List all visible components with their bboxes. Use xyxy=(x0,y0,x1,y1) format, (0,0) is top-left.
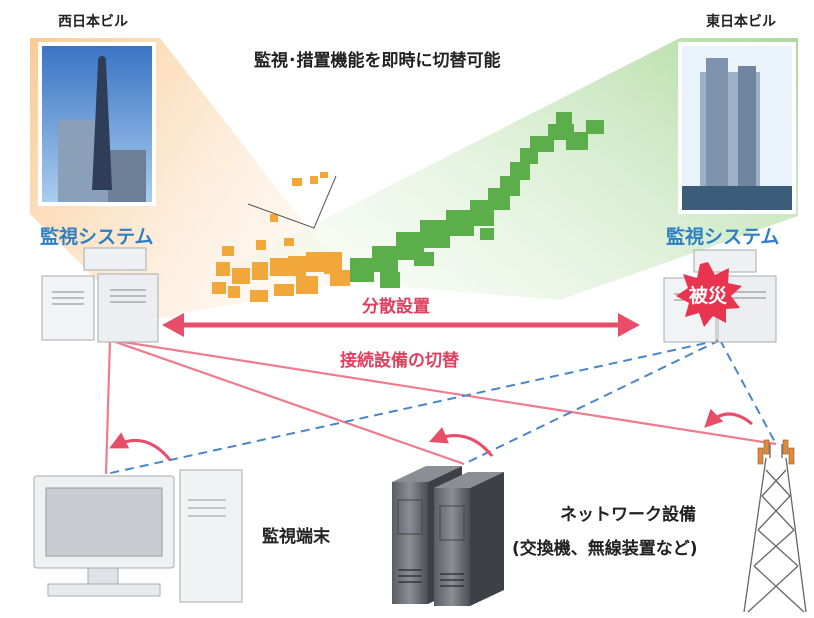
network-equipment-icon xyxy=(392,466,504,606)
radio-tower-icon xyxy=(743,444,807,613)
west-system-label: 監視システム xyxy=(40,226,154,248)
japan-map-east xyxy=(350,112,604,288)
distributed-double-arrow xyxy=(162,313,640,337)
monitoring-terminal-icon xyxy=(33,469,243,603)
east-system-label: 監視システム xyxy=(666,226,780,248)
west-server-icon xyxy=(41,247,159,343)
disaster-badge: 被災 xyxy=(688,284,727,307)
east-building-label: 東日本ビル xyxy=(706,14,776,30)
disaster-burst xyxy=(676,262,742,327)
headline: 監視･措置機能を即時に切替可能 xyxy=(254,51,501,71)
terminal-label: 監視端末 xyxy=(262,527,330,547)
switch-arrow-terminal xyxy=(109,432,172,461)
east-building-photo xyxy=(678,42,796,214)
zoom-wedge xyxy=(247,175,337,229)
standby-links xyxy=(105,339,777,475)
distributed-label: 分散設置 xyxy=(362,297,430,317)
network-label-line1: ネットワーク設備 xyxy=(560,505,696,525)
switch-arrow-network xyxy=(429,426,494,457)
switch-arrow-tower xyxy=(704,408,753,428)
switching-label: 接続設備の切替 xyxy=(340,351,459,371)
tower-antennas xyxy=(757,439,795,465)
west-building-photo xyxy=(38,42,156,206)
east-coverage-beam xyxy=(220,38,798,300)
west-building-label: 西日本ビル xyxy=(58,14,128,30)
japan-map-west xyxy=(212,172,350,302)
active-links xyxy=(104,338,777,475)
network-label-line2: (交換機、無線装置など) xyxy=(512,539,698,559)
